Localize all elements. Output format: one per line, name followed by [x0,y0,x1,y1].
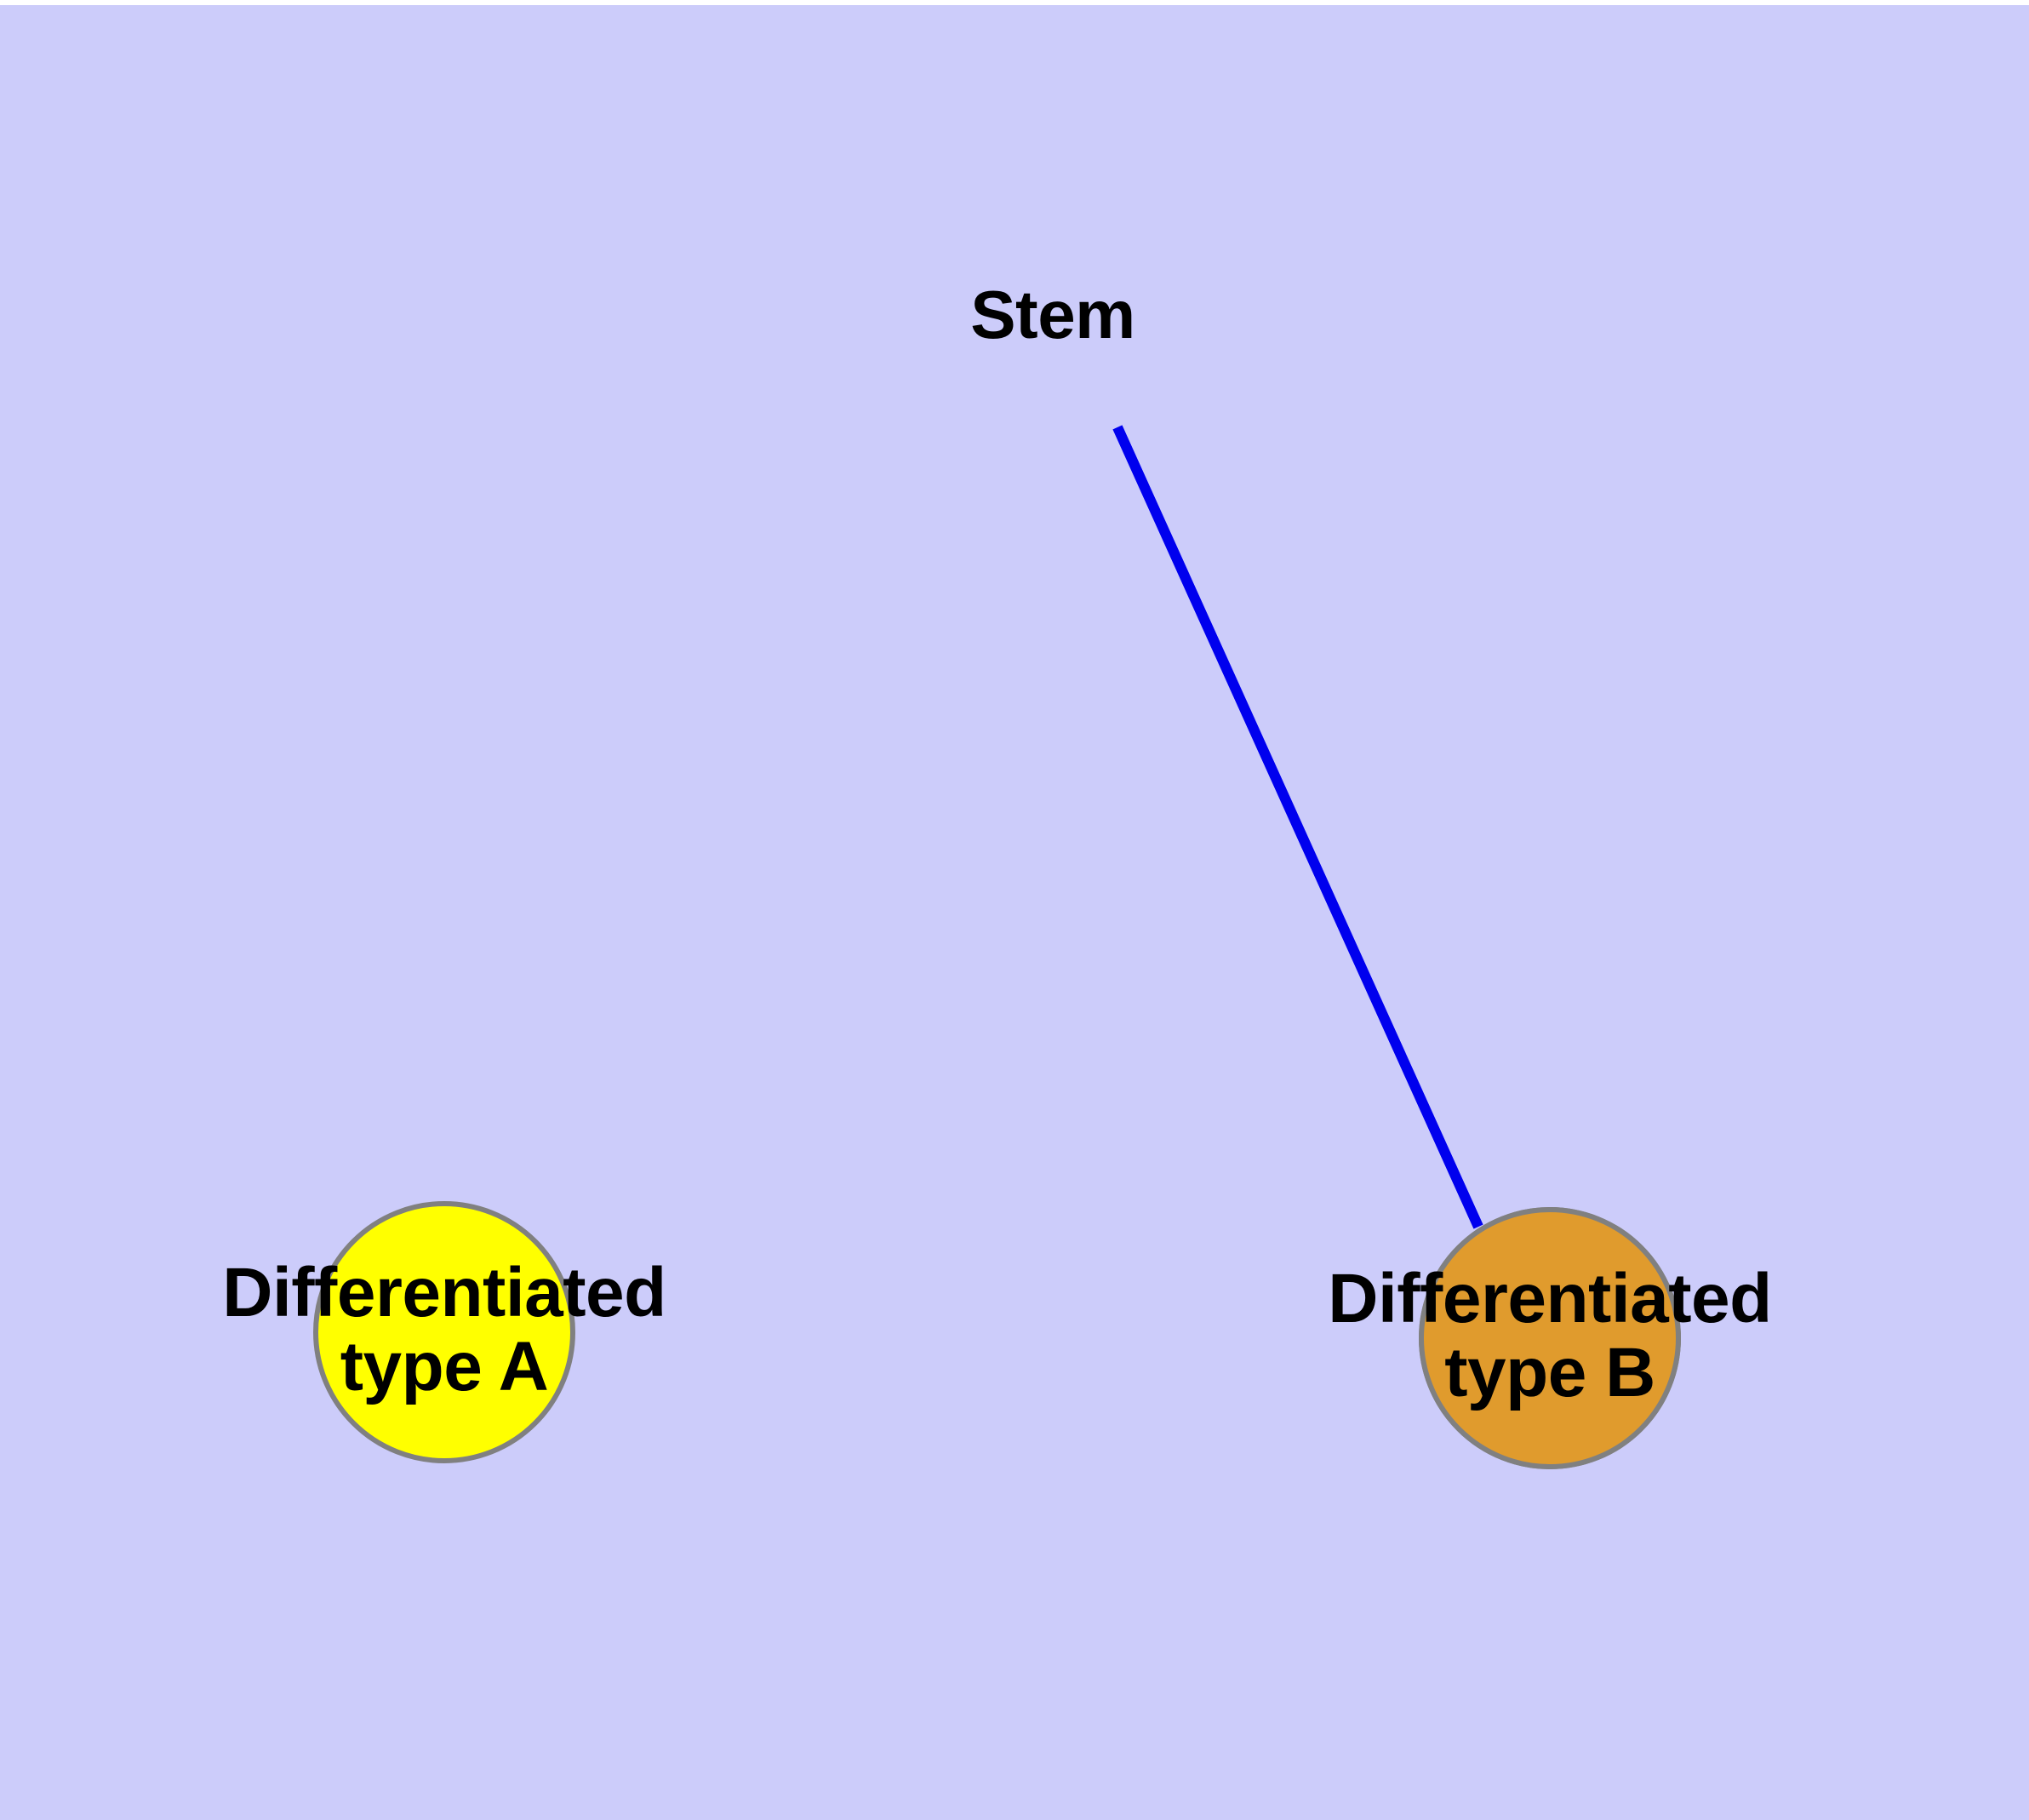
edge-layer [1112,425,1483,1229]
node-differentiated-type-b[interactable] [1419,1207,1681,1469]
plot-background [0,5,2029,1820]
edge-stem-to-type-b [1112,425,1483,1229]
node-stem[interactable] [313,1201,575,1463]
node-layer [313,1201,1681,1469]
